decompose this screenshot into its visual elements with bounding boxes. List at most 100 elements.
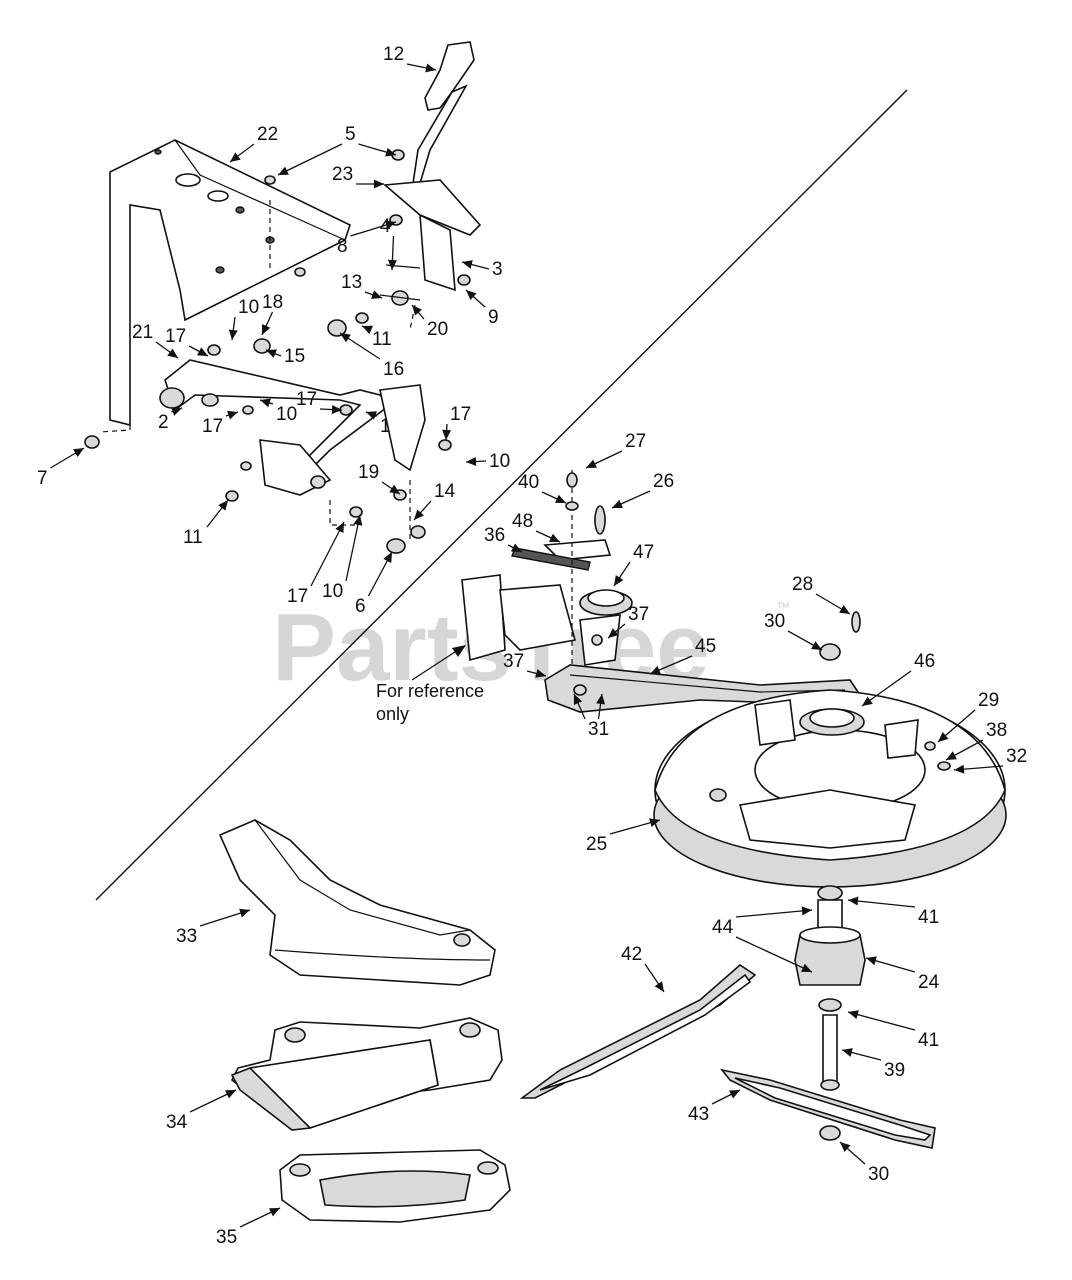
callout-1: 1: [365, 411, 391, 437]
callout-arrowhead: [225, 1090, 236, 1099]
callout-label: 26: [653, 471, 674, 492]
callout-label: 16: [383, 359, 404, 380]
callout-label: 10: [322, 581, 343, 602]
callout-label: 13: [341, 272, 362, 293]
callout-label: 31: [588, 719, 609, 740]
callout-label: 21: [132, 322, 153, 343]
callout-arrowhead: [862, 696, 873, 706]
callout-label: 23: [332, 164, 353, 185]
callout-label: 37: [628, 604, 649, 625]
callout-47: 47: [613, 542, 654, 587]
callout-label: 9: [488, 307, 499, 328]
callout-26: 26: [611, 471, 674, 509]
callout-3: 3: [461, 259, 503, 280]
callout-30: 30: [839, 1141, 889, 1185]
callout-31: 31: [573, 693, 609, 740]
callout-label: 41: [918, 907, 939, 928]
callout-label: 3: [492, 259, 503, 280]
callout-arrowhead: [650, 665, 661, 675]
callout-33: 33: [176, 908, 251, 947]
callout-label: 19: [358, 462, 379, 483]
mounting-bracket-22: [109, 139, 351, 427]
callout-19: 19: [358, 462, 401, 495]
callout-37: 37: [503, 651, 547, 678]
callout-5: 5: [277, 124, 397, 176]
callout-label: 22: [257, 124, 278, 145]
callout-17: 17: [296, 389, 343, 415]
callout-label: 27: [625, 431, 646, 452]
idler-arm-48: [511, 470, 612, 690]
callout-arrowhead: [729, 1090, 740, 1099]
callout-leader: [310, 521, 345, 587]
callout-21: 21: [132, 322, 179, 359]
callout-6: 6: [355, 551, 393, 617]
callout-label: 43: [688, 1104, 709, 1125]
callout-label: 42: [621, 944, 642, 965]
callout-label: 17: [296, 389, 317, 410]
callout-10: 10: [228, 297, 259, 341]
callout-17: 17: [165, 326, 209, 357]
callout-arrowhead: [649, 818, 660, 828]
callout-44: 44: [712, 906, 813, 973]
mulch-cover-33: [218, 819, 496, 986]
callout-label: 32: [1006, 746, 1027, 767]
callout-label: 15: [284, 346, 305, 367]
callout-arrowhead: [608, 628, 619, 638]
callout-35: 35: [216, 1207, 281, 1248]
blade-bolt-30: [819, 1125, 841, 1141]
callout-27: 27: [585, 431, 646, 469]
callout-29: 29: [937, 690, 999, 743]
deck-hardware: [565, 472, 861, 696]
callout-arrowhead: [842, 1048, 853, 1057]
callout-label: 17: [202, 416, 223, 437]
callout-label: 39: [884, 1060, 905, 1081]
callout-arrowhead: [412, 305, 422, 316]
callout-label: 1: [380, 416, 391, 437]
callout-leader: [345, 514, 361, 582]
callout-15: 15: [265, 346, 305, 367]
callout-label: 8: [337, 236, 348, 257]
callout-arrowhead: [260, 398, 271, 408]
blade-42: [519, 963, 757, 1099]
reference-note: For reference only: [376, 645, 484, 724]
callout-label: 6: [355, 596, 366, 617]
callout-10: 10: [465, 451, 510, 472]
callout-46: 46: [861, 651, 935, 707]
callout-48: 48: [512, 511, 561, 543]
callout-arrowhead: [801, 906, 812, 916]
callout-10: 10: [259, 398, 297, 425]
callout-label: 38: [986, 720, 1007, 741]
callout-label: 18: [262, 292, 283, 313]
callout-arrowhead: [335, 522, 344, 533]
callout-10: 10: [322, 514, 363, 602]
callout-label: 41: [918, 1030, 939, 1051]
callout-arrowhead: [654, 981, 664, 992]
callout-arrowhead: [383, 552, 392, 563]
spindle-assembly-24: [794, 885, 866, 1091]
callout-16: 16: [339, 332, 404, 380]
callout-arrowhead: [414, 509, 425, 520]
lift-shaft-1: [159, 359, 426, 496]
callout-label: 34: [166, 1112, 188, 1133]
callout-arrowhead: [171, 407, 182, 416]
callout-arrowhead: [938, 732, 949, 742]
callout-9: 9: [465, 289, 499, 328]
callout-arrowhead: [425, 63, 436, 73]
callout-17: 17: [287, 521, 345, 607]
reference-note-line1: For reference: [376, 681, 484, 701]
callout-arrowhead: [511, 543, 522, 552]
callout-arrowhead: [596, 694, 606, 705]
idler-pulley-47: [579, 589, 633, 666]
blade-43: [719, 1068, 936, 1149]
callout-label: 17: [287, 586, 308, 607]
callout-11: 11: [361, 325, 392, 350]
callout-arrowhead: [801, 963, 812, 972]
callout-label: 5: [345, 124, 356, 145]
callout-43: 43: [688, 1089, 741, 1125]
callout-arrowhead: [466, 457, 477, 466]
callout-label: 7: [37, 468, 48, 489]
callout-leader: [735, 936, 813, 973]
callout-arrowhead: [442, 429, 452, 440]
